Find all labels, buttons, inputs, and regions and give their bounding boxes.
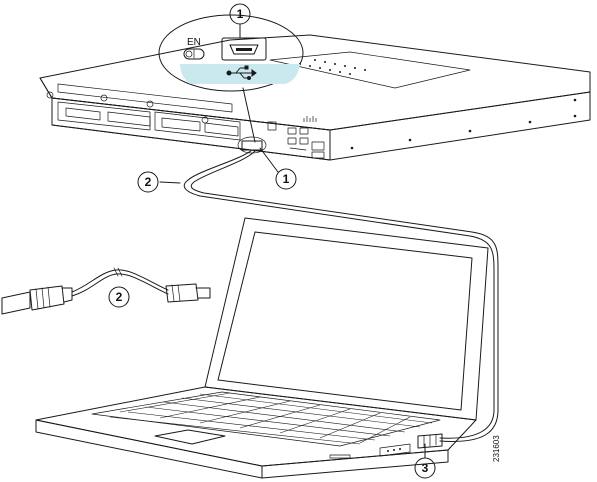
- router-usb-console-port[interactable]: [241, 140, 263, 151]
- enable-led: [183, 48, 205, 60]
- figure-id: 231603: [492, 435, 501, 462]
- callout-2-cable-label: 2: [145, 175, 152, 189]
- callout-1-port: 1: [259, 147, 297, 190]
- callout-1-port-label: 1: [283, 172, 290, 186]
- front-module-slots: [46, 83, 241, 141]
- callout-3-laptop: 3: [414, 443, 436, 479]
- callout-1-top: 1: [229, 3, 251, 39]
- cisco-logo: [303, 116, 317, 122]
- keyboard-keys: [109, 392, 433, 445]
- callout-2-loose-label: 2: [116, 290, 123, 304]
- laptop-usb-port[interactable]: [417, 433, 443, 449]
- callout-2-loose: 2: [108, 286, 130, 308]
- laptop-side-ports: [379, 443, 411, 457]
- usb-icon: [226, 65, 257, 80]
- router-chassis: [39, 34, 591, 161]
- enable-led-label: EN: [187, 37, 201, 48]
- callout-2-cable: 2: [137, 171, 181, 193]
- side-holes: [350, 98, 577, 150]
- usb-port-highlight: [180, 64, 300, 84]
- usb-console-cable: [183, 149, 499, 442]
- callout-1-top-label: 1: [237, 7, 244, 21]
- usb-cable-standalone: [1, 267, 211, 315]
- laptop-touchpad: [154, 429, 226, 445]
- front-ports: [267, 121, 325, 159]
- vent-dots: [299, 59, 366, 75]
- laptop: [35, 217, 489, 479]
- callout-3-laptop-label: 3: [422, 461, 429, 475]
- usb-port-zoom-callout: EN: [158, 14, 304, 143]
